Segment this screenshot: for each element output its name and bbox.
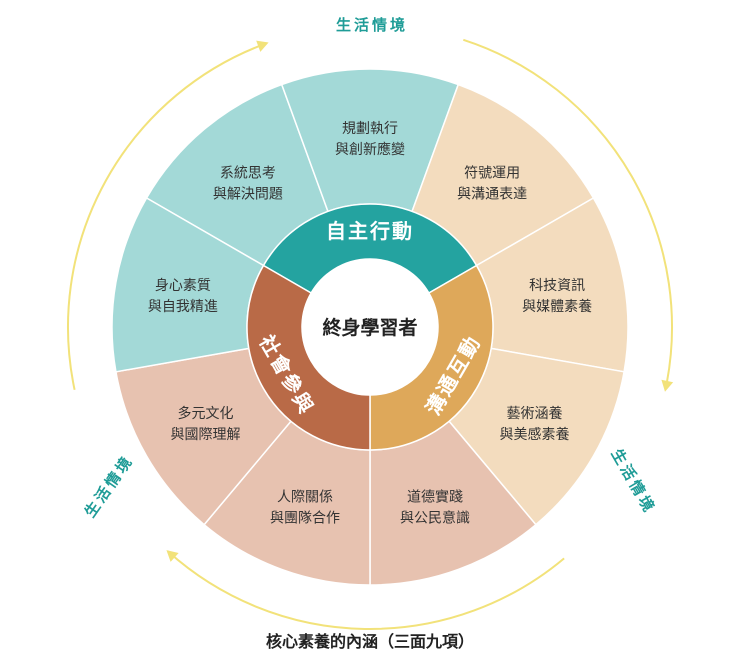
competency-label-line1: 多元文化 (177, 405, 233, 422)
competency-label-line1: 人際關係 (277, 490, 333, 506)
context-label-left: 生活情境 (81, 451, 137, 520)
core-circle (303, 260, 437, 394)
context-arrow-bottom-head (166, 550, 179, 562)
competency-label-line1: 道德實踐 (407, 489, 463, 506)
competency-label-line2: 與美感素養 (500, 426, 570, 443)
dimension-sector-social (246, 264, 371, 451)
context-arrow-left (67, 42, 268, 390)
context-arrow-left-head (256, 40, 269, 52)
context-label-right: 生活情境 (608, 446, 660, 517)
dimension-sector-comm (369, 264, 494, 451)
competency-label-line2: 與溝通表達 (457, 186, 527, 202)
diagram-caption: 核心素養的內涵（三面九項） (265, 632, 474, 651)
competency-label-line2: 與媒體素養 (522, 298, 592, 315)
competency-label-line1: 符號運用 (464, 165, 520, 181)
dimension-label-self: 自主行動 (326, 219, 414, 243)
competency-label-line1: 科技資訊 (529, 278, 585, 294)
competency-label-line1: 身心素質 (155, 278, 211, 294)
core-label: 終身學習者 (322, 316, 417, 339)
context-arrow-bottom (167, 550, 565, 630)
competency-label-line1: 藝術涵養 (507, 405, 563, 422)
dimension-sector-self (262, 203, 478, 295)
context-arrow-right (463, 38, 673, 390)
competency-label-line2: 與創新應變 (335, 141, 405, 158)
competency-label-line2: 與公民意識 (400, 510, 470, 527)
context-label-top: 生活情境 (336, 16, 408, 34)
competency-label-line1: 規劃執行 (342, 121, 398, 137)
competency-label-line2: 與國際理解 (170, 427, 240, 443)
competency-label-line1: 系統思考 (220, 165, 276, 181)
competency-label-line2: 與自我精進 (148, 299, 218, 315)
context-arrow-right-head (661, 379, 674, 392)
competency-label-line2: 與團隊合作 (270, 511, 340, 527)
competency-label-line2: 與解決問題 (213, 186, 283, 202)
